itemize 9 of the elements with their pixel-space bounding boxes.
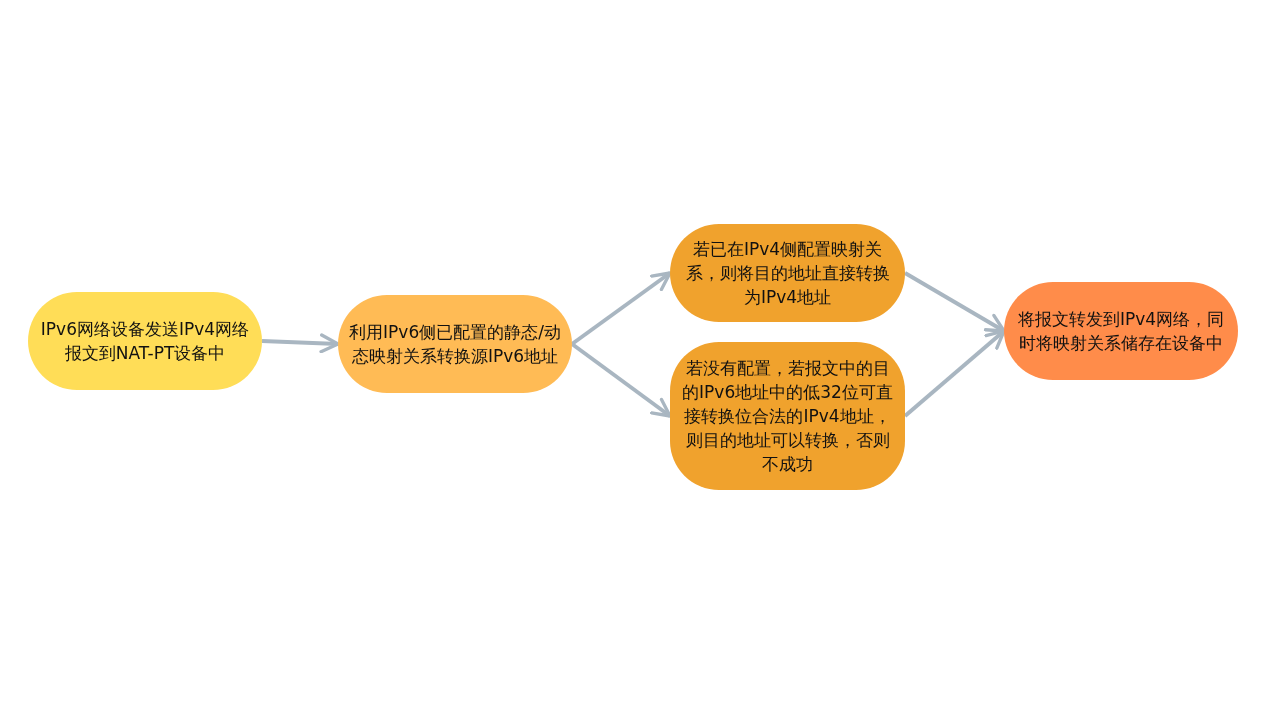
arrow: [570, 342, 672, 418]
arrow: [261, 333, 340, 354]
process-box: 将报文转发到IPv4网络，同时将映射关系储存在设备中: [1004, 282, 1238, 380]
arrow: [904, 271, 1006, 333]
process-box: 若没有配置，若报文中的目的IPv6地址中的低32位可直接转换位合法的IPv4地址，则目的地址可以转换，否则不成功: [670, 342, 905, 490]
process-box: 利用IPv6侧已配置的静态/动态映射关系转换源IPv6地址: [338, 295, 572, 393]
process-box: IPv6网络设备发送IPv4网络报文到NAT-PT设备中: [28, 292, 262, 390]
process-box: 若已在IPv4侧配置映射关系，则将目的地址直接转换为IPv4地址: [670, 224, 905, 322]
arrow: [570, 271, 672, 346]
